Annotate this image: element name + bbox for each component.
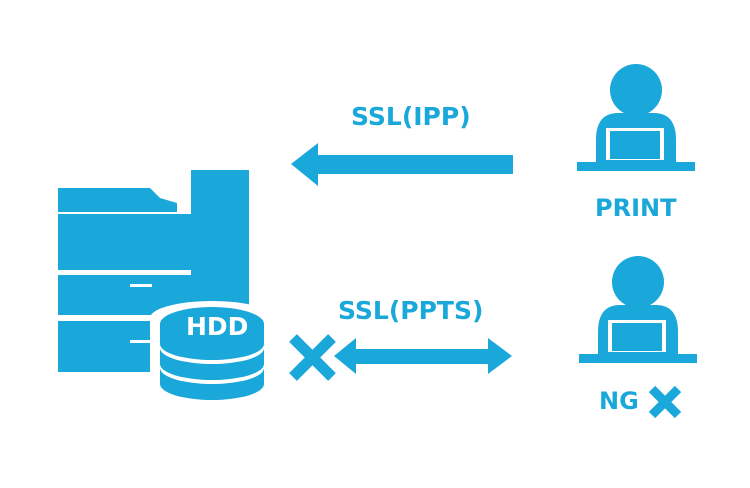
ng-label: NG bbox=[599, 387, 639, 415]
double-arrow-icon bbox=[334, 338, 512, 374]
arrow-left-icon bbox=[291, 143, 513, 186]
user-at-computer-icon bbox=[579, 256, 697, 363]
ssl-ppts-label: SSL(PPTS) bbox=[338, 296, 484, 325]
print-label: PRINT bbox=[595, 194, 677, 222]
cross-icon bbox=[648, 385, 682, 419]
hdd-icon bbox=[150, 301, 274, 400]
hdd-label: HDD bbox=[186, 312, 249, 341]
user-at-computer-icon bbox=[577, 64, 695, 171]
cross-icon bbox=[289, 334, 336, 381]
ssl-ipp-label: SSL(IPP) bbox=[351, 102, 471, 131]
